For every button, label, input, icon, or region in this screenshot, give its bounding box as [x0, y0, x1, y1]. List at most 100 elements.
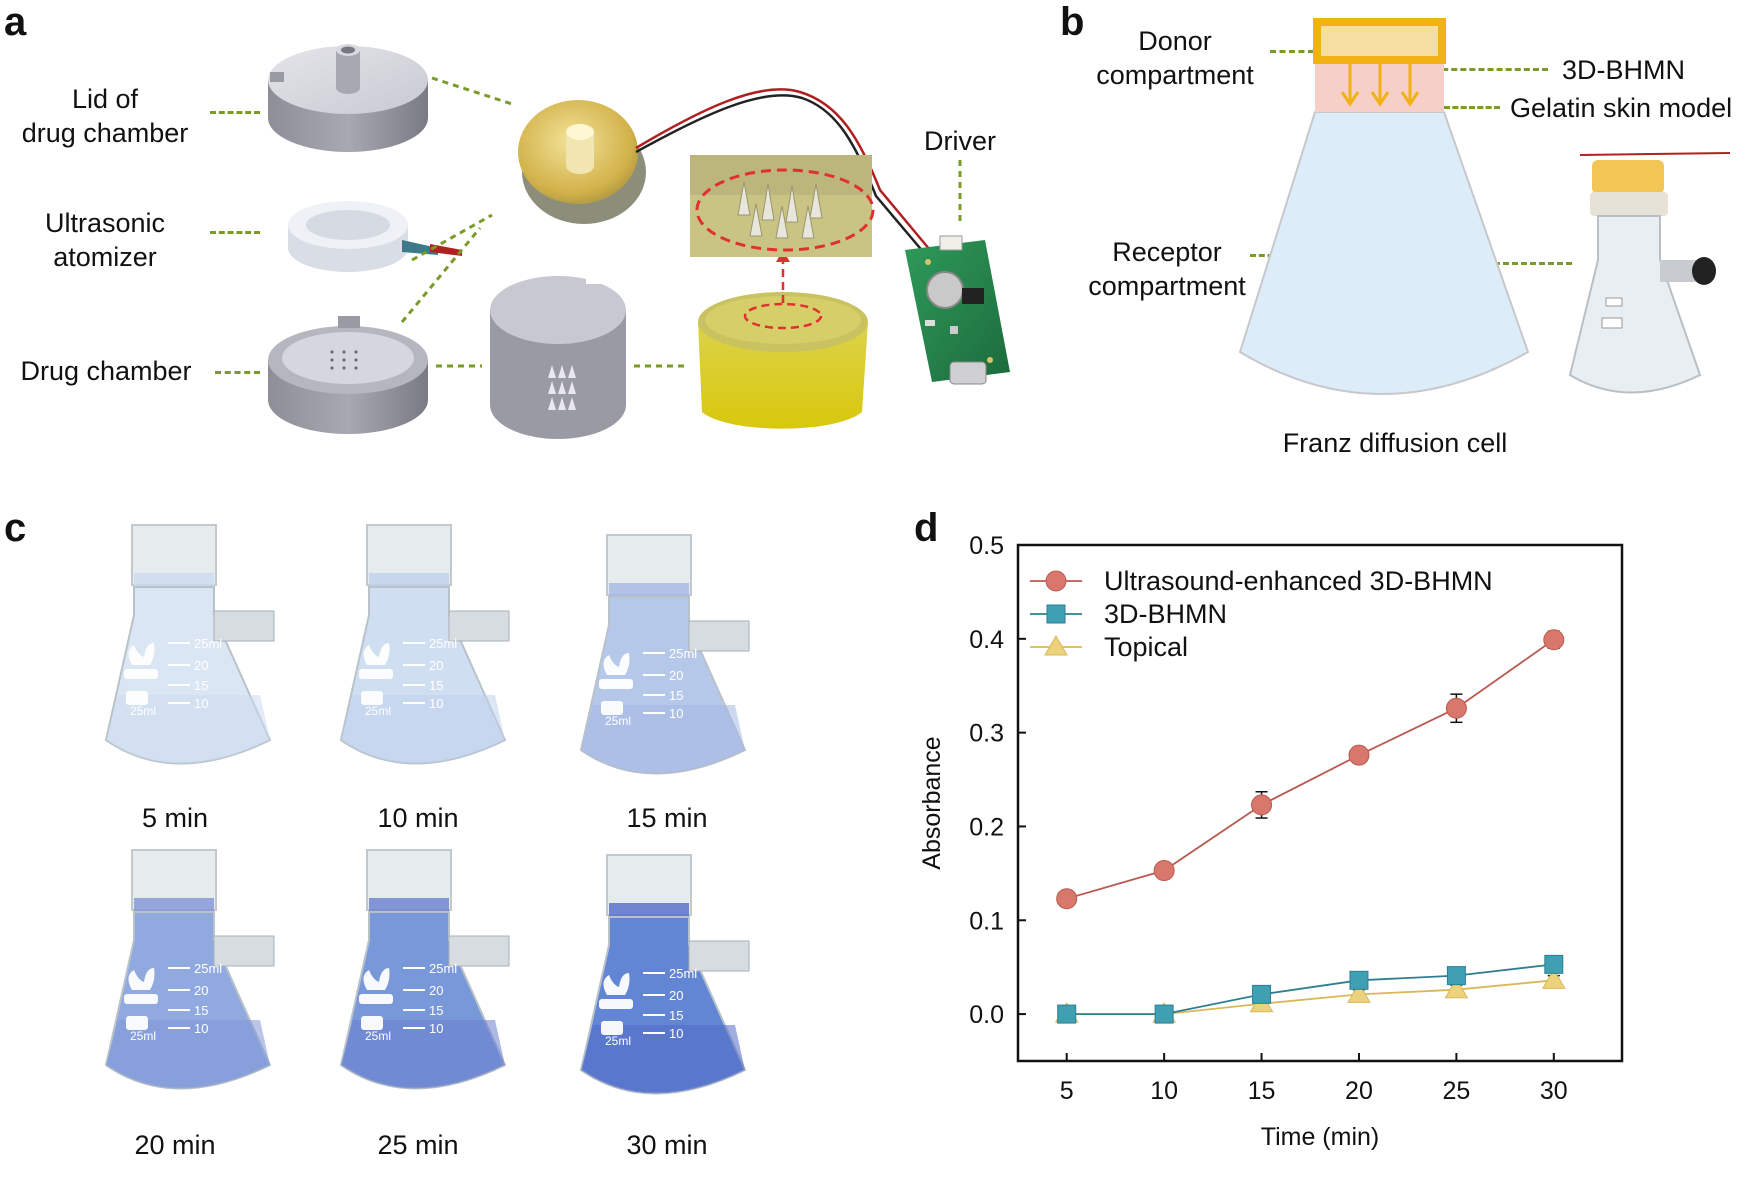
zoom-inset-illustration — [690, 155, 875, 257]
plot-frame — [1016, 543, 1624, 1063]
flask-mark: 20 — [669, 668, 683, 683]
legend-label: Topical — [1104, 632, 1188, 662]
y-tick-label: 0.2 — [969, 813, 1004, 841]
x-axis-label: Time (min) — [1261, 1123, 1380, 1151]
y-tick-label: 0.5 — [969, 532, 1004, 560]
lid-label: Lid of drug chamber — [10, 82, 200, 150]
flask-mark: 10 — [194, 696, 208, 711]
receptor-label-line1: Receptor — [1112, 237, 1222, 267]
series-line — [1066, 639, 1555, 900]
caption-30min: 30 min — [626, 1130, 708, 1160]
lid-illustration — [268, 44, 428, 152]
data-point — [1056, 888, 1078, 910]
x-tick-label: 25 — [1442, 1077, 1470, 1105]
receptor-label-line2: compartment — [1088, 271, 1246, 301]
legend-label: Ultrasound-enhanced 3D-BHMN — [1104, 566, 1493, 596]
gelatin-leader — [1444, 106, 1500, 109]
drug-chamber-label: Drug chamber — [20, 356, 192, 386]
atomizer-label-line2: atomizer — [53, 242, 157, 272]
x-tick-label: 20 — [1345, 1077, 1373, 1105]
data-point — [1445, 697, 1467, 719]
flask-mark: 15 — [194, 678, 208, 693]
x-tick-label: 30 — [1540, 1077, 1568, 1105]
flask-mark: 15 — [669, 688, 683, 703]
flask-mark: 10 — [429, 1021, 443, 1036]
legend-marker — [1045, 570, 1067, 592]
panel-label-d: d — [914, 506, 939, 550]
donor-leader — [1270, 50, 1314, 53]
caption-25min: 25 min — [377, 1130, 459, 1160]
caption-10min: 10 min — [377, 803, 459, 833]
donor-label-line1: Donor — [1138, 26, 1212, 56]
yellow-patch-illustration — [698, 250, 868, 429]
flask-mark: 25ml — [194, 636, 222, 651]
x-tick-label: 15 — [1248, 1077, 1276, 1105]
panel-label-a: a — [4, 0, 27, 44]
flask-mark: 20 — [429, 658, 443, 673]
flask-base-mark: 25ml — [365, 1029, 391, 1043]
flask-mark: 25ml — [669, 966, 697, 981]
series-line — [1066, 979, 1554, 1015]
flask-base-mark: 25ml — [605, 714, 631, 728]
atomizer-leader — [210, 231, 260, 234]
flask-mark: 20 — [194, 658, 208, 673]
data-point — [1057, 1004, 1077, 1024]
y-tick-label: 0.3 — [969, 720, 1004, 748]
lid-label-line2: drug chamber — [21, 118, 189, 148]
atomizer-illustration — [288, 201, 462, 272]
data-point — [1349, 970, 1369, 990]
driver-label: Driver — [924, 126, 996, 156]
data-point — [1154, 1004, 1174, 1024]
data-point — [1543, 629, 1565, 651]
caption-15min: 15 min — [626, 803, 708, 833]
lid-leader — [210, 111, 260, 114]
data-point — [1251, 794, 1273, 816]
caption-20min: 20 min — [134, 1130, 216, 1160]
caption-5min: 5 min — [141, 803, 209, 833]
flask-mark: 10 — [194, 1021, 208, 1036]
data-point — [1153, 860, 1175, 882]
flask-mark: 25ml — [429, 961, 457, 976]
flask-photo: 25ml 20 15 10 25ml — [579, 854, 750, 1095]
legend-marker — [1046, 604, 1066, 624]
data-point — [1348, 744, 1370, 766]
flask-base-mark: 25ml — [605, 1034, 631, 1048]
flask-base-mark: 25ml — [365, 704, 391, 718]
exploded-device-illustration — [268, 44, 1010, 439]
flask-mark: 20 — [669, 988, 683, 1003]
panel-a-leaders — [400, 76, 962, 368]
receptor-label: Receptor compartment — [1082, 235, 1252, 303]
drug-chamber-illustration — [268, 316, 428, 434]
data-point — [1444, 977, 1469, 999]
flask-mark: 10 — [669, 1026, 683, 1041]
bhmn-label: 3D-BHMN — [1562, 55, 1686, 85]
donor-label-line2: compartment — [1096, 60, 1254, 90]
data-point — [1347, 982, 1371, 1003]
y-tick-label: 0.1 — [969, 907, 1004, 935]
flask-mark: 10 — [669, 706, 683, 721]
x-tick-label: 5 — [1060, 1077, 1074, 1105]
y-tick-label: 0.4 — [969, 626, 1004, 654]
flask-mark: 10 — [429, 696, 443, 711]
atomizer-label-line1: Ultrasonic — [44, 208, 166, 238]
flask-photo: 25ml 20 15 10 25ml — [104, 524, 275, 765]
franz-cell-photo — [1568, 152, 1731, 394]
photo-leader — [1494, 262, 1572, 265]
flask-mark: 15 — [429, 678, 443, 693]
driver-board-illustration — [905, 235, 1010, 385]
flask-base-mark: 25ml — [130, 704, 156, 718]
flask-base-mark: 25ml — [130, 1029, 156, 1043]
microneedle-array-illustration — [490, 274, 626, 439]
bhmn-leader — [1424, 68, 1548, 71]
flask-mark: 15 — [669, 1008, 683, 1023]
assembled-device-illustration — [518, 88, 931, 255]
data-point — [1446, 966, 1466, 986]
data-point — [1541, 968, 1566, 989]
series-ultrasound — [1056, 629, 1565, 910]
flask-mark: 25ml — [194, 961, 222, 976]
